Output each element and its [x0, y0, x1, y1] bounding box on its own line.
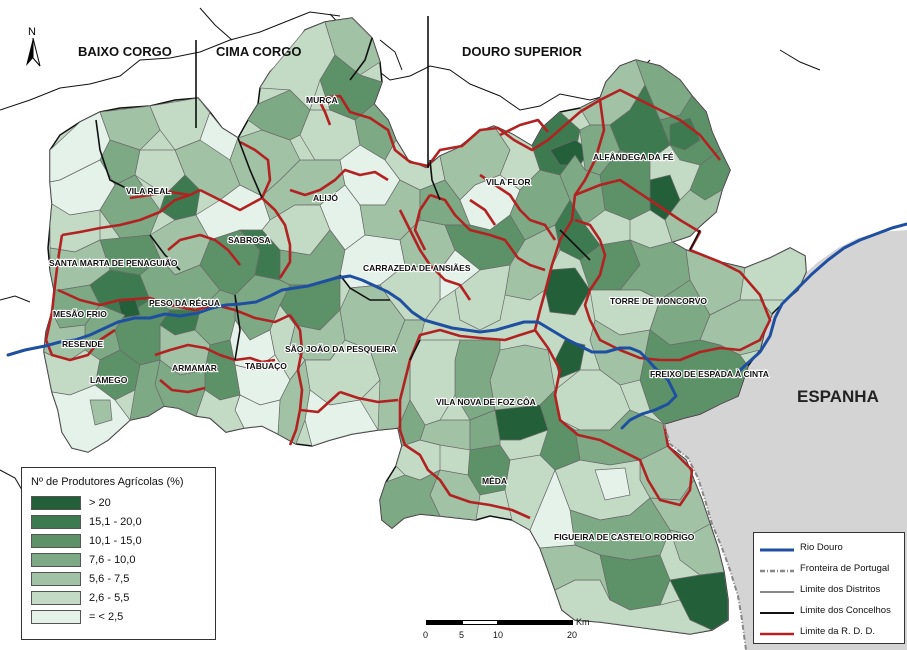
label-mesao-frio: MESÃO FRIO	[53, 309, 107, 319]
portugal-frontier	[663, 423, 747, 650]
scale-segment	[498, 620, 573, 625]
legend-label: 2,6 - 5,5	[89, 592, 130, 604]
scale-tick: 20	[567, 630, 578, 640]
legend-item: 2,6 - 5,5	[31, 591, 211, 607]
label-murca: MURÇA	[306, 95, 338, 105]
line-key: Rio Douro Fronteira de Portugal Limite d…	[753, 532, 905, 644]
scale-bar: 0 5 10 20 Km	[423, 617, 603, 644]
concelho-limits	[95, 37, 701, 361]
label-freixo: FREIXO DE ESPADA À CINTA	[650, 369, 769, 379]
legend-label: 5,6 - 7,5	[89, 573, 130, 585]
label-lamego: LAMEGO	[90, 375, 128, 385]
key-label: Limite da R. D. D.	[800, 626, 875, 637]
region-cima-corgo: CIMA CORGO	[216, 44, 301, 59]
key-item-river: Rio Douro	[760, 542, 904, 556]
label-resende: RESENDE	[62, 339, 103, 349]
legend-swatch	[31, 591, 81, 605]
label-vila-real: VILA REAL	[126, 186, 171, 196]
legend-label: = < 2,5	[89, 611, 124, 623]
key-item-concelho: Limite dos Concelhos	[760, 605, 904, 619]
scale-segment	[426, 620, 462, 625]
legend-item: > 20	[31, 496, 211, 512]
legend-item: 5,6 - 7,5	[31, 572, 211, 588]
north-arrow-icon: N	[26, 26, 41, 67]
region-baixo-corgo: BAIXO CORGO	[78, 44, 172, 59]
legend-swatch	[31, 610, 81, 624]
scale-tick: 10	[493, 630, 504, 640]
key-item-frontier: Fronteira de Portugal	[760, 563, 904, 577]
key-item-rdd: Limite da R. D. D.	[760, 626, 904, 640]
north-label: N	[28, 26, 36, 38]
label-sao-joao: SÃO JOÃO DA PESQUEIRA	[285, 344, 397, 354]
key-item-district: Limite dos Distritos	[760, 584, 904, 598]
legend-item: 10,1 - 15,0	[31, 534, 211, 550]
municipality-patches	[43, 17, 807, 635]
label-tabuaco: TABUAÇO	[245, 361, 287, 371]
key-label: Limite dos Concelhos	[800, 605, 891, 616]
legend-label: 10,1 - 15,0	[89, 535, 142, 547]
subregion-dividers	[195, 16, 429, 168]
scale-tick: 0	[423, 630, 429, 640]
rdd-line-icon	[760, 632, 794, 636]
scale-segment	[462, 620, 498, 625]
label-santa-marta: SANTA MARTA DE PENAGUIÃO	[49, 258, 178, 268]
label-figueira: FIGUEIRA DE CASTELO RODRIGO	[554, 532, 695, 542]
label-meda: MÊDA	[482, 475, 507, 486]
legend-item: 15,1 - 20,0	[31, 515, 211, 531]
legend-swatch	[31, 534, 81, 548]
region-douro-superior: DOURO SUPERIOR	[462, 44, 583, 59]
key-label: Rio Douro	[800, 542, 843, 553]
label-torre-moncorvo: TORRE DE MONCORVO	[610, 296, 707, 306]
legend-label: 15,1 - 20,0	[89, 516, 142, 528]
river-line-icon	[760, 548, 794, 552]
legend-label: > 20	[89, 497, 111, 509]
key-label: Fronteira de Portugal	[800, 563, 890, 574]
legend-swatch	[31, 496, 81, 510]
legend-swatch	[31, 572, 81, 586]
legend-label: 7,6 - 10,0	[89, 554, 136, 566]
legend-title: Nº de Produtores Agrícolas (%)	[31, 476, 184, 488]
label-alijo: ALIJÓ	[313, 192, 338, 203]
country-label-spain: ESPANHA	[797, 387, 879, 406]
scale-unit: Km	[576, 617, 590, 627]
label-alfandega: ALFÂNDEGA DA FÉ	[593, 151, 674, 162]
label-vila-flor: VILA FLOR	[486, 177, 531, 187]
legend-swatch	[31, 553, 81, 567]
frontier-line-icon	[760, 569, 794, 573]
label-sabrosa: SABROSA	[228, 235, 271, 245]
label-armamar: ARMAMAR	[172, 363, 217, 373]
legend-item: = < 2,5	[31, 610, 211, 626]
key-label: Limite dos Distritos	[800, 584, 881, 595]
label-foz-coa: VILA NOVA DE FOZ CÔA	[436, 396, 536, 407]
concelho-line-icon	[760, 612, 794, 614]
district-line-icon	[760, 591, 794, 593]
label-carrazeda: CARRAZEDA DE ANSIÃES	[363, 263, 471, 273]
legend: Nº de Produtores Agrícolas (%) > 20 15,1…	[21, 467, 216, 640]
scale-tick: 5	[459, 630, 465, 640]
rio-douro	[6, 274, 678, 430]
legend-swatch	[31, 515, 81, 529]
legend-item: 7,6 - 10,0	[31, 553, 211, 569]
rio-douro-upper	[736, 222, 907, 374]
label-peso-regua: PESO DA RÉGUA	[149, 298, 220, 308]
rdd-limits	[44, 88, 772, 520]
north-arrow: N	[22, 24, 44, 68]
